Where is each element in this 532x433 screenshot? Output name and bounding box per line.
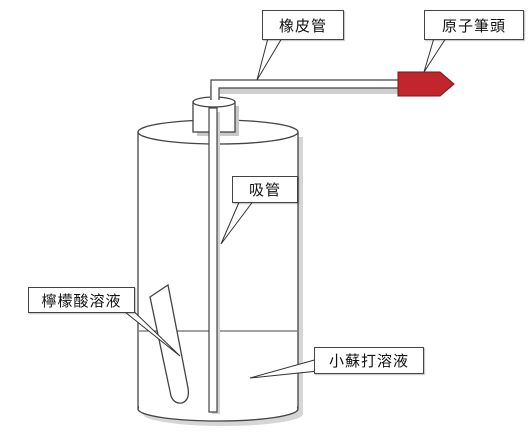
label-citric-acid: 檸檬酸溶液 <box>28 287 135 313</box>
pen-tip <box>397 71 455 97</box>
label-rubber-tube: 橡皮管 <box>262 10 344 40</box>
label-pen-tip: 原子筆頭 <box>424 10 524 40</box>
straw-tube <box>208 107 220 414</box>
rubber-tube <box>210 79 401 100</box>
test-tube <box>149 283 190 404</box>
label-straw: 吸管 <box>232 176 298 203</box>
callout-pointers <box>108 37 447 379</box>
label-baking-soda: 小蘇打溶液 <box>314 347 424 374</box>
